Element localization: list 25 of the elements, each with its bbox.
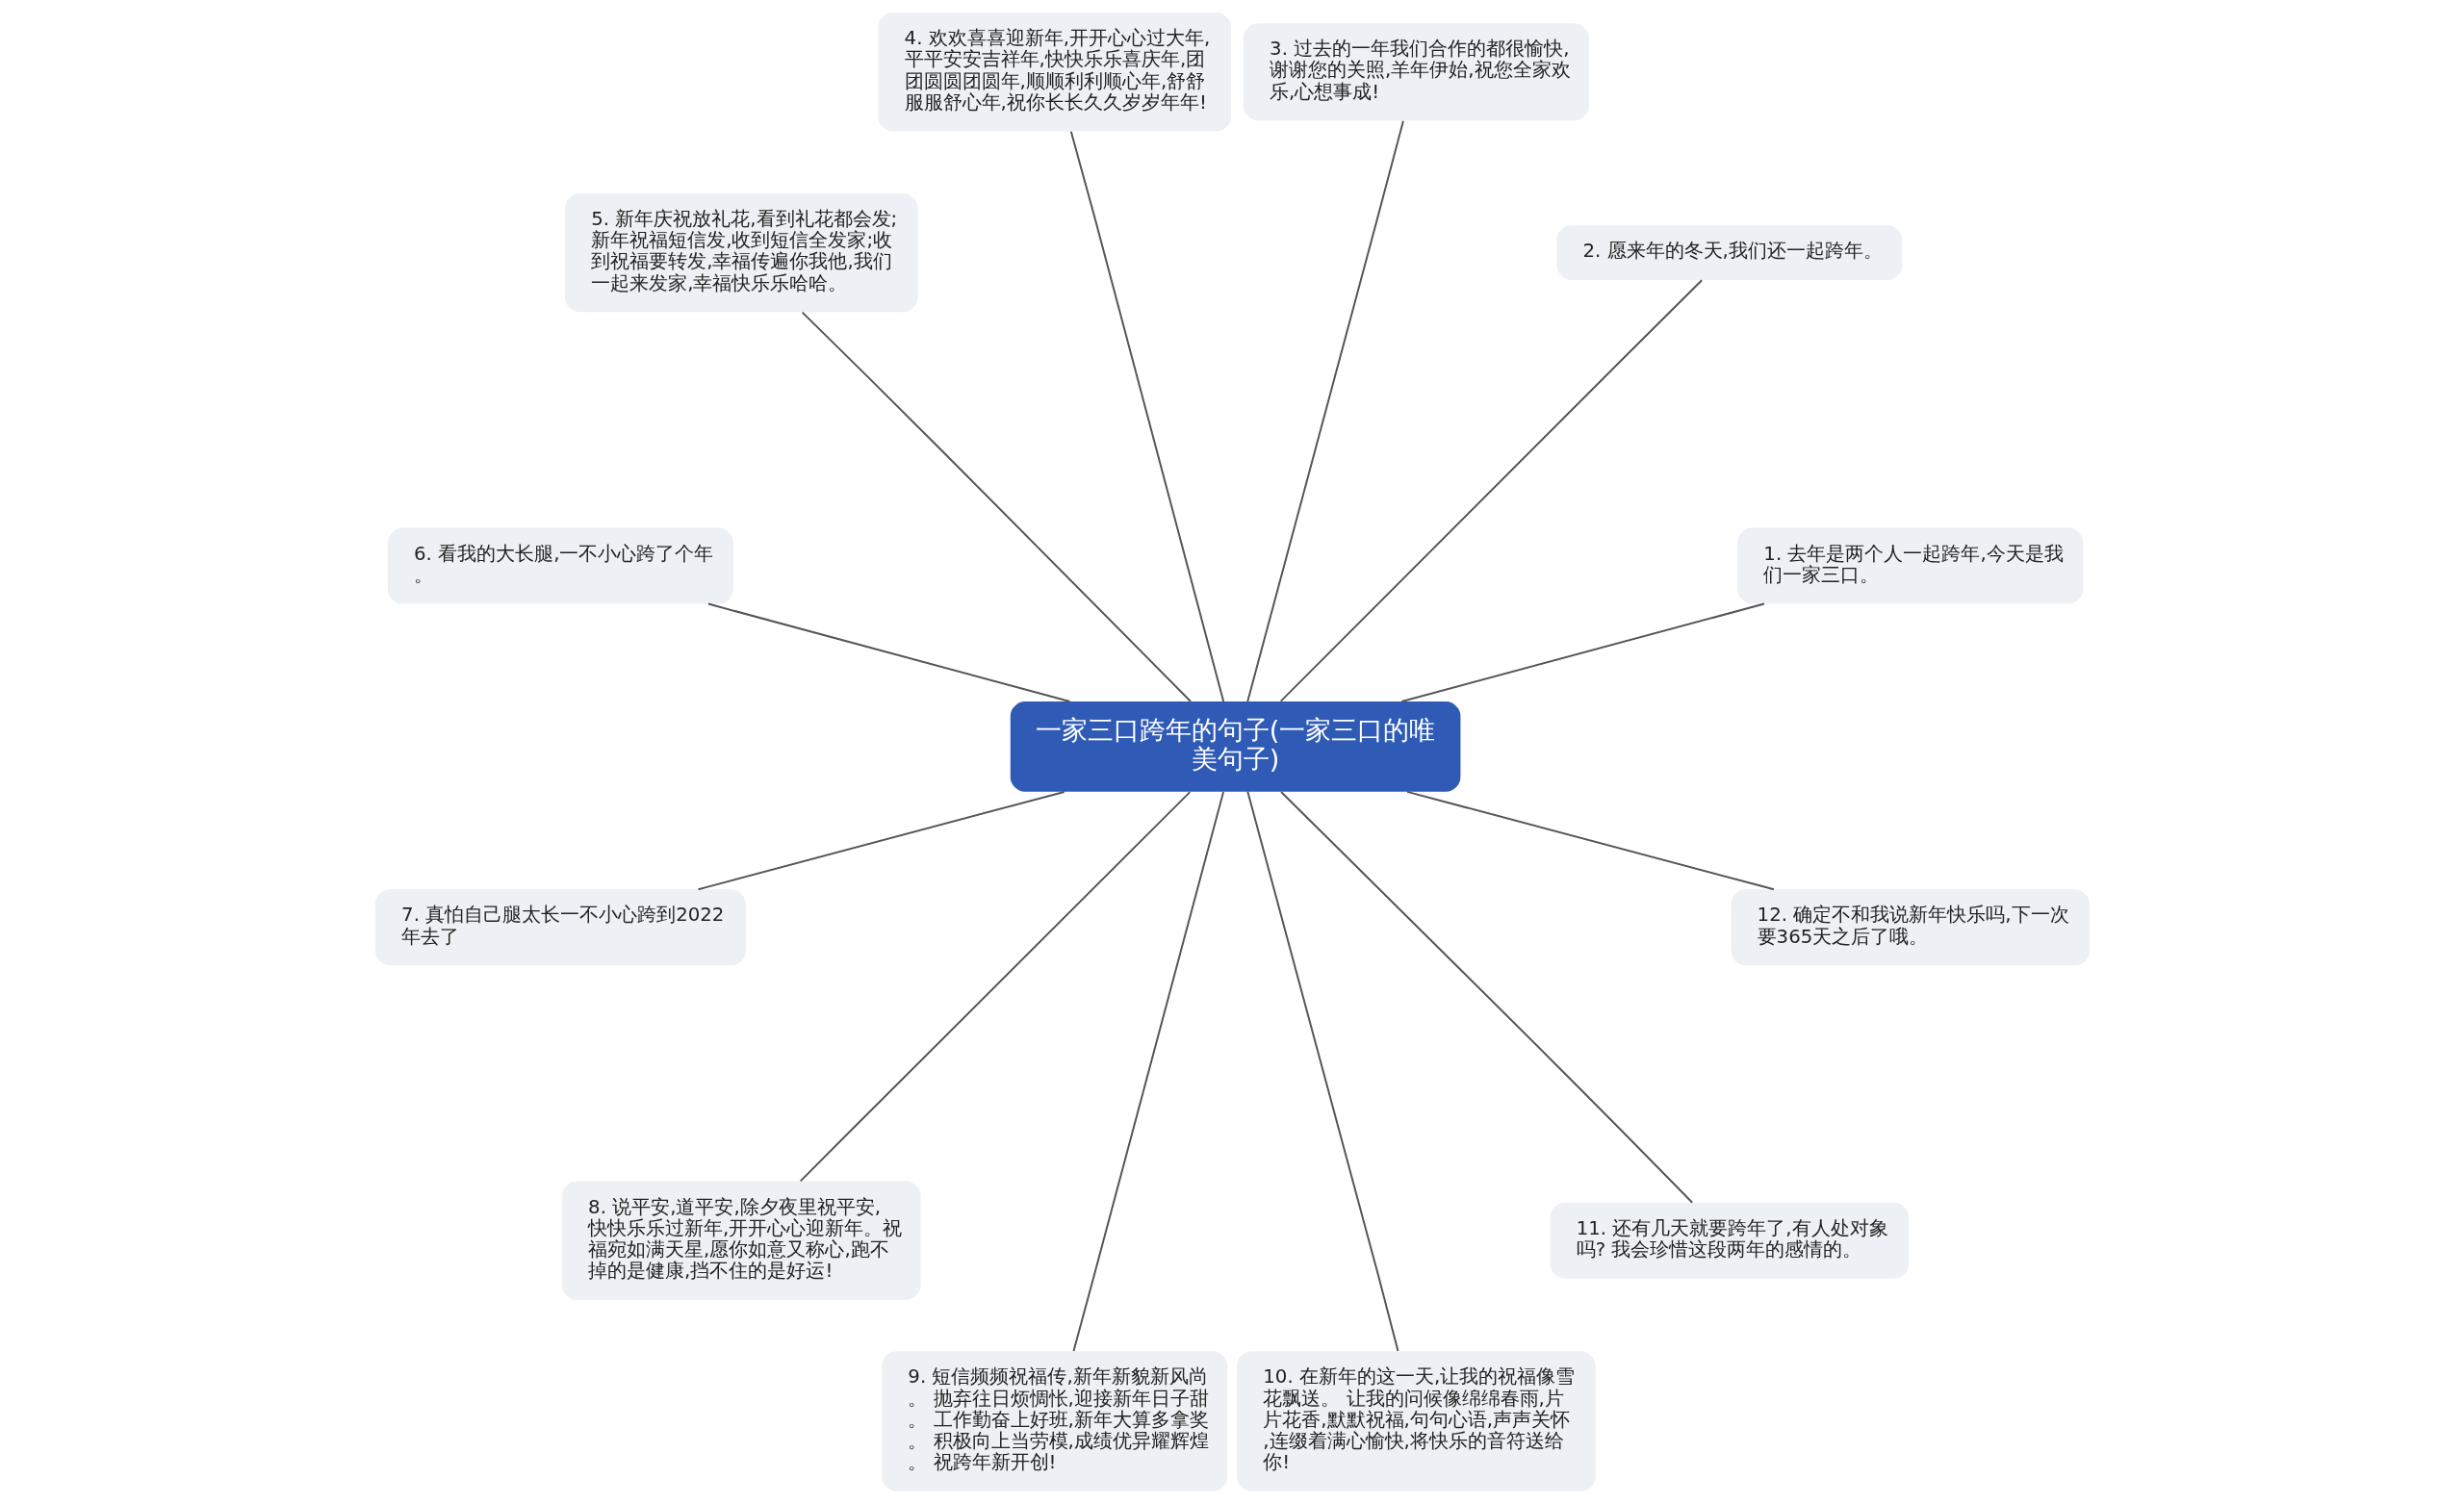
- node-box: 5. 新年庆祝放礼花,看到礼花都会发; 新年祝福短信发,收到短信全发家;收到祝福要转发,幸福传遍你我他,我们一起来发家,幸福快乐乐哈哈。: [564, 192, 918, 313]
- connector: [799, 791, 1191, 1183]
- node-box: 一家三口跨年的句子(一家三口的唯美句子): [1010, 701, 1460, 792]
- node-box: 12. 确定不和我说新年快乐吗,下一次要365天之后了哦。: [1730, 889, 2090, 966]
- connector: [1069, 130, 1224, 702]
- connector: [1245, 790, 1399, 1352]
- node-box: 3. 过去的一年我们合作的都很愉快,谢谢您的关照,羊年伊始,祝您全家欢乐,心想事成!: [1243, 23, 1589, 121]
- connector: [697, 790, 1065, 891]
- node-box: 7. 真怕自己腿太长一不小心跨到2022年去了: [374, 889, 746, 966]
- node-box: 6. 看我的大长腿,一不小心跨了个年。: [387, 527, 733, 604]
- node-box: 8. 说平安,道平安,除夕夜里祝平安,快快乐乐过新年,开开心心迎新年。祝福宛如满天星,愿你如意又称心,跑不掉的是健康,挡不住的是好运!: [561, 1181, 921, 1300]
- connector: [1072, 790, 1224, 1353]
- connector: [1399, 602, 1765, 702]
- connector: [1405, 790, 1775, 891]
- node-box: 4. 欢欢喜喜迎新年,开开心心过大年,平平安安吉祥年,快快乐乐喜庆年,团团圆圆团圆年,顺顺利利顺心年,舒舒服服舒心年,祝你长长久久岁岁年年!: [878, 13, 1231, 132]
- connector: [1279, 279, 1703, 702]
- connector: [1245, 119, 1404, 702]
- connector: [1279, 791, 1693, 1204]
- node-box: 2. 愿来年的冬天,我们还一起跨年。: [1555, 225, 1902, 281]
- node-box: 10. 在新年的这一天,让我的祝福像雪花飘送。 让我的问候像绵绵春雨,片片花香,默默祝福,句句心语,声声关怀,连缀着满心愉快,将快乐的音符送给你!: [1236, 1351, 1596, 1491]
- node-box: 9. 短信频频祝福传,新年新貌新风尚。 抛弃往日烦惆怅,迎接新年日子甜。 工作勤奋上好班,新年大算多拿奖。 积极向上当劳模,成绩优异耀辉煌。 祝跨年新开创!: [881, 1351, 1227, 1491]
- connector: [801, 311, 1192, 702]
- node-box: 1. 去年是两个人一起跨年,今天是我们一家三口。: [1736, 527, 2083, 604]
- connector: [706, 602, 1070, 702]
- node-box: 11. 还有几天就要跨年了,有人处对象吗? 我会珍惜这段两年的感情的。: [1550, 1202, 1909, 1279]
